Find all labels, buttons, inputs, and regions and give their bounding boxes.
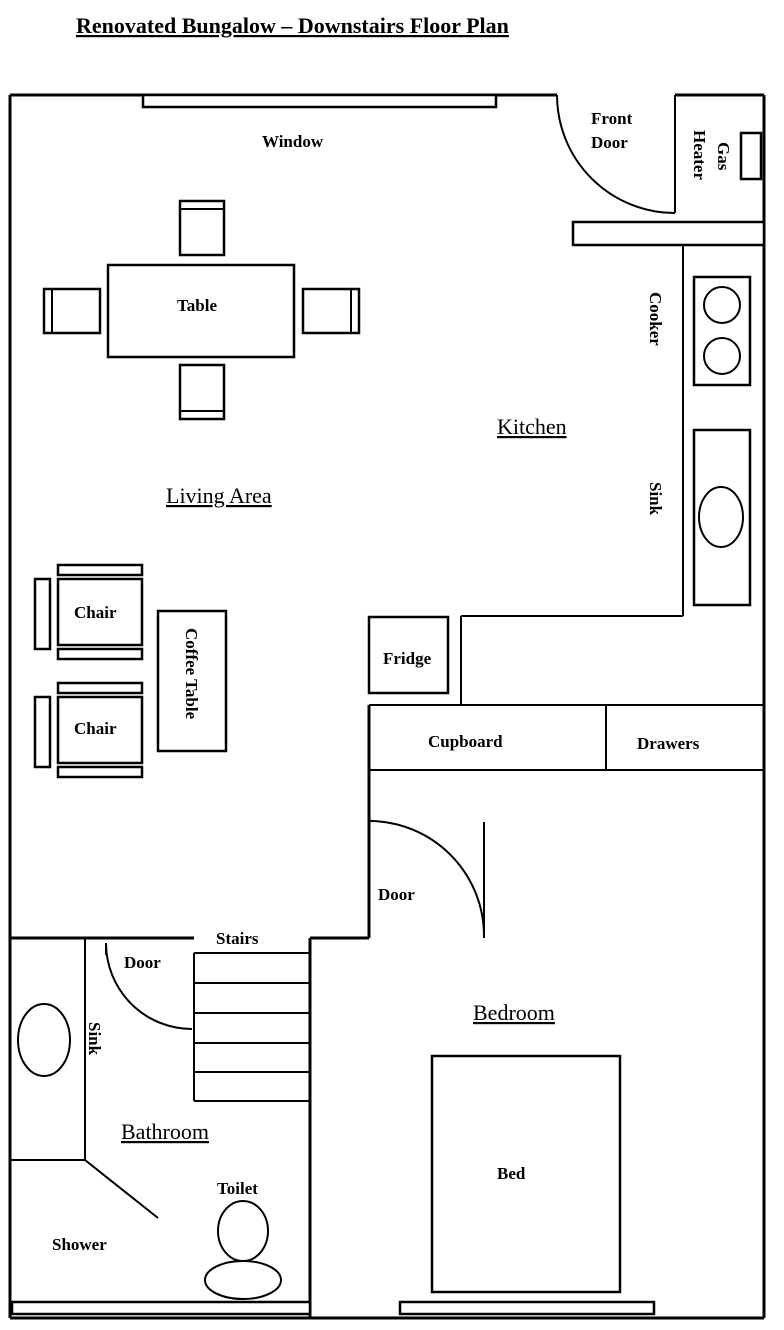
cooker-label: Cooker <box>646 292 665 346</box>
dining-chair-right <box>301 287 361 335</box>
armchair-2 <box>33 681 144 779</box>
dining-chair-top <box>178 199 226 257</box>
bed-label: Bed <box>497 1164 526 1183</box>
cupboard <box>369 704 764 771</box>
gas-heater-label-1: Gas <box>714 142 733 171</box>
bathroom-door <box>105 942 193 1030</box>
toilet-label: Toilet <box>217 1179 258 1198</box>
front-door-label-1: Front <box>591 109 633 128</box>
dining-chair-left <box>42 287 102 335</box>
armchair-2-label: Chair <box>74 719 117 738</box>
bathroom-door-label: Door <box>124 953 161 972</box>
stairs-label: Stairs <box>216 929 259 948</box>
bed <box>430 1054 622 1294</box>
shower-label: Shower <box>52 1235 107 1254</box>
armchair-1-label: Chair <box>74 603 117 622</box>
dining-chair-bottom <box>178 363 226 421</box>
coffee-table-label: Coffee Table <box>182 628 201 720</box>
stairs <box>193 952 310 1102</box>
drawers-label: Drawers <box>637 734 700 753</box>
bathroom-sink-label: Sink <box>85 1022 104 1056</box>
kitchen-counter-wall <box>460 245 684 705</box>
bathroom-basin <box>17 1003 71 1077</box>
front-door <box>556 94 676 214</box>
bedroom-wall <box>308 705 371 1318</box>
gas-heater-label-2: Heater <box>690 130 709 180</box>
dining-table <box>106 263 296 359</box>
fridge-label: Fridge <box>383 649 432 668</box>
fridge <box>367 615 450 695</box>
bedroom-door-label: Door <box>378 885 415 904</box>
toilet <box>204 1200 282 1300</box>
bathroom-walls <box>10 936 194 1219</box>
plan-title: Renovated Bungalow – Downstairs Floor Pl… <box>76 13 509 38</box>
front-door-label-2: Door <box>591 133 628 152</box>
kitchen-sink-label: Sink <box>646 482 665 516</box>
coffee-table <box>156 609 228 753</box>
bathroom-label: Bathroom <box>121 1119 209 1144</box>
bedroom-door <box>368 820 485 938</box>
bathroom-window <box>10 1300 312 1316</box>
armchair-1 <box>33 563 144 661</box>
kitchen-sink <box>692 428 752 607</box>
living-area-label: Living Area <box>166 483 272 508</box>
outer-walls <box>8 93 766 1320</box>
cooker <box>692 275 752 387</box>
bedroom-label: Bedroom <box>473 1000 555 1025</box>
bedroom-window <box>398 1300 656 1316</box>
gas-heater <box>739 131 763 181</box>
kitchen-label: Kitchen <box>497 414 567 439</box>
dining-table-label: Table <box>177 296 217 315</box>
cupboard-label: Cupboard <box>428 732 503 751</box>
window-label: Window <box>262 132 324 151</box>
kitchen-counter-top <box>571 220 766 247</box>
living-window <box>141 93 498 109</box>
